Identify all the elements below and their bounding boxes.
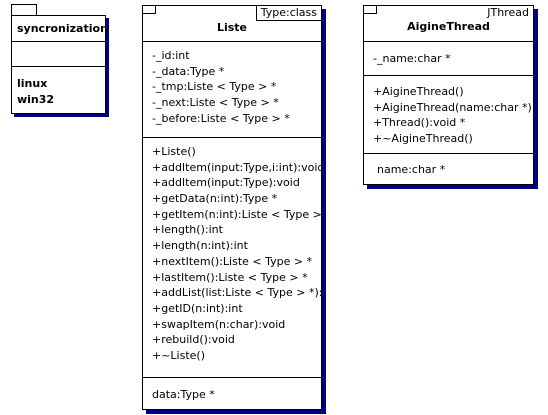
operation-row: +AigineThread() (373, 85, 464, 98)
class-header: Type:class Liste (143, 5, 322, 42)
package-tab (11, 4, 37, 15)
template-parameter-box: Type:class (255, 5, 322, 21)
package-syncronization[interactable]: syncronization linux win32 (11, 15, 108, 114)
package-items: linux win32 (12, 67, 105, 107)
operation-row: +Thread():void * (373, 116, 466, 130)
package-item-linux: linux (17, 77, 48, 90)
operations-compartment: +Liste() +addItem(input:Type,i:int):void… (143, 138, 321, 378)
class-name: AigineThread (407, 20, 490, 33)
operations-compartment: +AigineThread() +AigineThread(name:char … (364, 76, 533, 154)
class-handle (363, 5, 377, 14)
operation-row: +swapItem(n:char):void (152, 317, 286, 331)
operation-row: +AigineThread(name:char *) (373, 100, 532, 114)
extra-row: name:char * (377, 163, 446, 176)
operation-row: +lastItem():Liste < Type > * (152, 270, 308, 284)
operation-row: +getData(n:int):Type * (152, 192, 278, 206)
class-aigine-thread[interactable]: JThread AigineThread -_name:char * +Aigi… (363, 5, 534, 185)
extra-compartment: name:char * (364, 154, 533, 184)
attribute-id: -_id:int (152, 49, 190, 62)
class-handle (142, 5, 156, 14)
operation-row: +rebuild():void (152, 333, 235, 347)
stereotype-label: JThread (487, 6, 529, 19)
operation-row: +length():int (152, 223, 223, 237)
attribute-next: -_next:Liste < Type > * (152, 96, 279, 110)
operation-row: +~Liste() (152, 348, 206, 362)
attribute-data: -_data:Type * (152, 64, 225, 78)
operation-row: +addItem(input:Type):void (152, 176, 300, 190)
attribute-before: -_before:Liste < Type > * (152, 111, 290, 125)
package-item-win32: win32 (17, 92, 55, 106)
operation-row: +~AigineThread() (373, 132, 473, 146)
operation-row: +getItem(n:int):Liste < Type > * (152, 207, 321, 221)
attributes-compartment: -_id:int -_data:Type * -_tmp:Liste < Typ… (143, 42, 321, 138)
attribute-tmp: -_tmp:Liste < Type > * (152, 80, 277, 94)
operation-row: +nextItem():Liste < Type > * (152, 254, 313, 268)
attribute-name: -_name:char * (373, 52, 451, 65)
operation-row: +addList(list:Liste < Type > *):v (152, 286, 321, 300)
attributes-compartment: -_name:char * (364, 42, 533, 76)
package-empty-compartment (12, 42, 105, 67)
class-name: Liste (216, 21, 248, 34)
class-header: JThread AigineThread (364, 6, 533, 42)
class-liste[interactable]: Type:class Liste -_id:int -_data:Type * … (142, 5, 322, 410)
extra-row: data:Type * (152, 388, 215, 401)
package-title: syncronization (12, 16, 108, 42)
operation-row: +getID(n:int):int (152, 301, 243, 315)
extra-compartment: data:Type * (143, 378, 321, 409)
operation-row: +length(n:int):int (152, 239, 248, 253)
operation-row: +Liste() (152, 145, 196, 158)
operation-row: +addItem(input:Type,i:int):void (152, 160, 321, 174)
